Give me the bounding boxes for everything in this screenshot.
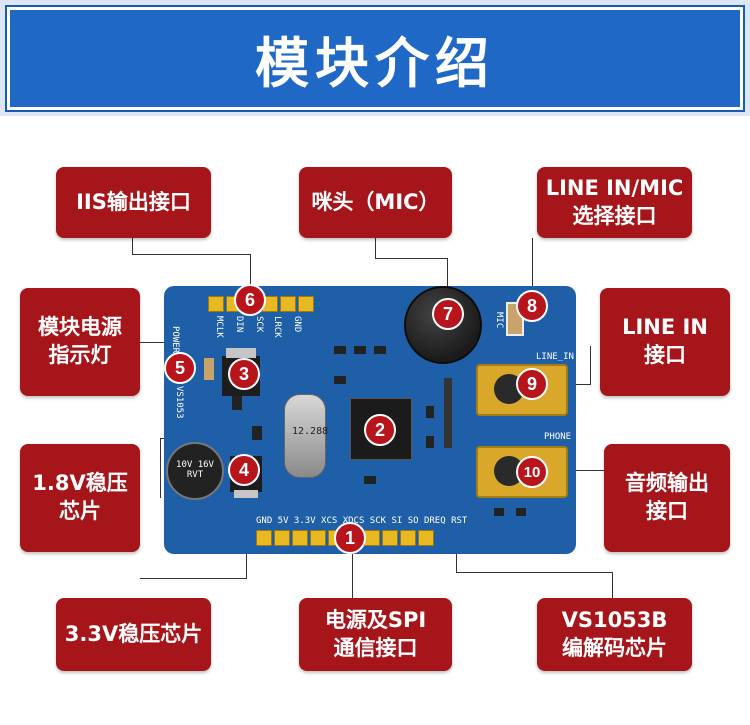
callout-label: VS1053B: [561, 607, 668, 632]
badge-5: 5: [164, 352, 196, 384]
callout-iis-output: IIS输出接口: [56, 167, 211, 238]
pin: [208, 296, 224, 312]
connector-line: [612, 572, 613, 598]
pin: [256, 530, 272, 546]
regulator-tab: [234, 490, 258, 498]
callout-vs1053b: VS1053B 编解码芯片: [537, 598, 692, 671]
callout-line-mic-select: LINE IN/MIC 选择接口: [537, 167, 692, 238]
pin: [364, 530, 380, 546]
connector-line: [375, 238, 376, 258]
silk-top-pin-label: LRCK: [272, 316, 282, 338]
callout-label: 通信接口: [333, 635, 418, 660]
callout-label: 接口: [644, 343, 686, 367]
smd-component: [374, 346, 386, 354]
badge-7: 7: [432, 298, 464, 330]
smd-component: [426, 436, 434, 448]
smd-component: [252, 426, 262, 440]
badge-1: 1: [334, 522, 366, 554]
callout-audio-output: 音频输出 接口: [604, 444, 730, 552]
pin: [400, 530, 416, 546]
electrolytic-capacitor: [166, 442, 224, 500]
callout-microphone: 咪头（MIC）: [299, 167, 452, 238]
silk-mic-label: MIC: [494, 312, 504, 329]
silk-top-pin-label: GND: [292, 316, 302, 333]
badge-4: 4: [228, 454, 260, 486]
badge-9: 9: [516, 368, 548, 400]
silk-phone-label: PHONE: [544, 432, 572, 442]
callout-label: 音频输出: [625, 471, 709, 496]
silk-crystal-label: 12.288: [292, 426, 329, 437]
pin: [292, 530, 308, 546]
callout-label: LINE IN/MIC: [545, 175, 684, 200]
callout-1v8-regulator: 1.8V稳压 芯片: [20, 444, 140, 552]
silk-line-in-label: LINE_IN: [536, 352, 574, 362]
silk-top-pin-label: MCLK: [214, 316, 224, 338]
callout-label: 模块电源: [38, 315, 122, 340]
callout-label: 1.8V稳压: [32, 471, 128, 496]
badge-6: 6: [234, 284, 266, 316]
pin: [310, 530, 326, 546]
silk-chip-label: VS1053: [174, 386, 184, 419]
connector-line: [132, 238, 133, 254]
callout-line-in: LINE IN 接口: [600, 288, 730, 396]
connector-line: [140, 578, 246, 579]
callout-label: 选择接口: [572, 203, 657, 228]
silk-bottom-pin-labels: GND 5V 3.3V XCS XDCS SCK SI SO DREQ RST: [256, 516, 468, 526]
banner-panel: 模块介绍: [7, 7, 743, 110]
callout-label: 咪头（MIC）: [311, 189, 440, 214]
connector-line: [140, 342, 180, 343]
power-led: [204, 358, 214, 380]
callout-power-spi: 电源及SPI 通信接口: [299, 598, 452, 671]
regulator-tab: [226, 348, 256, 358]
connector-line: [590, 346, 591, 384]
smd-component: [232, 396, 242, 410]
callout-label: 3.3V稳压芯片: [64, 621, 203, 646]
smd-component: [494, 508, 504, 516]
connector-line: [532, 238, 533, 294]
connector-line: [160, 438, 161, 498]
callout-label: IIS输出接口: [76, 189, 191, 214]
connector-line: [352, 552, 353, 598]
smd-component: [334, 346, 346, 354]
callout-label: 芯片: [59, 499, 101, 523]
connector-line: [250, 254, 251, 288]
pin: [382, 530, 398, 546]
smd-component: [426, 406, 434, 418]
badge-8: 8: [516, 290, 548, 322]
pin: [274, 530, 290, 546]
connector-line: [447, 258, 448, 298]
connector-line: [550, 470, 604, 471]
badge-3: 3: [228, 358, 260, 390]
smd-component: [516, 508, 526, 516]
smd-component: [364, 476, 376, 484]
callout-power-indicator: 模块电源 指示灯: [20, 288, 140, 396]
pin: [418, 530, 434, 546]
smd-component: [354, 346, 366, 354]
smd-component: [334, 376, 346, 384]
connector-line: [456, 572, 612, 573]
callout-label: 接口: [646, 499, 688, 523]
callout-label: LINE IN: [622, 315, 708, 340]
silk-top-pin-label: SCK: [254, 316, 264, 333]
page-title: 模块介绍: [255, 32, 495, 95]
crystal-oscillator: [284, 394, 326, 478]
silk-capacitor-text: 10V 16V RVT: [176, 460, 214, 480]
connector-line: [132, 254, 250, 255]
pin: [298, 296, 314, 312]
callout-3v3-regulator: 3.3V稳压芯片: [56, 598, 211, 671]
pin: [280, 296, 296, 312]
silk-power-label: POWER: [170, 326, 180, 354]
header-banner: 模块介绍: [0, 0, 750, 116]
connector-line: [375, 258, 447, 259]
smd-component: [444, 378, 452, 448]
badge-10: 10: [516, 456, 548, 488]
silk-top-pin-label: DIN: [234, 316, 244, 333]
callout-label: 电源及SPI: [324, 607, 427, 632]
callout-label: 指示灯: [48, 343, 112, 367]
callout-label: 编解码芯片: [562, 635, 667, 660]
badge-2: 2: [364, 414, 396, 446]
